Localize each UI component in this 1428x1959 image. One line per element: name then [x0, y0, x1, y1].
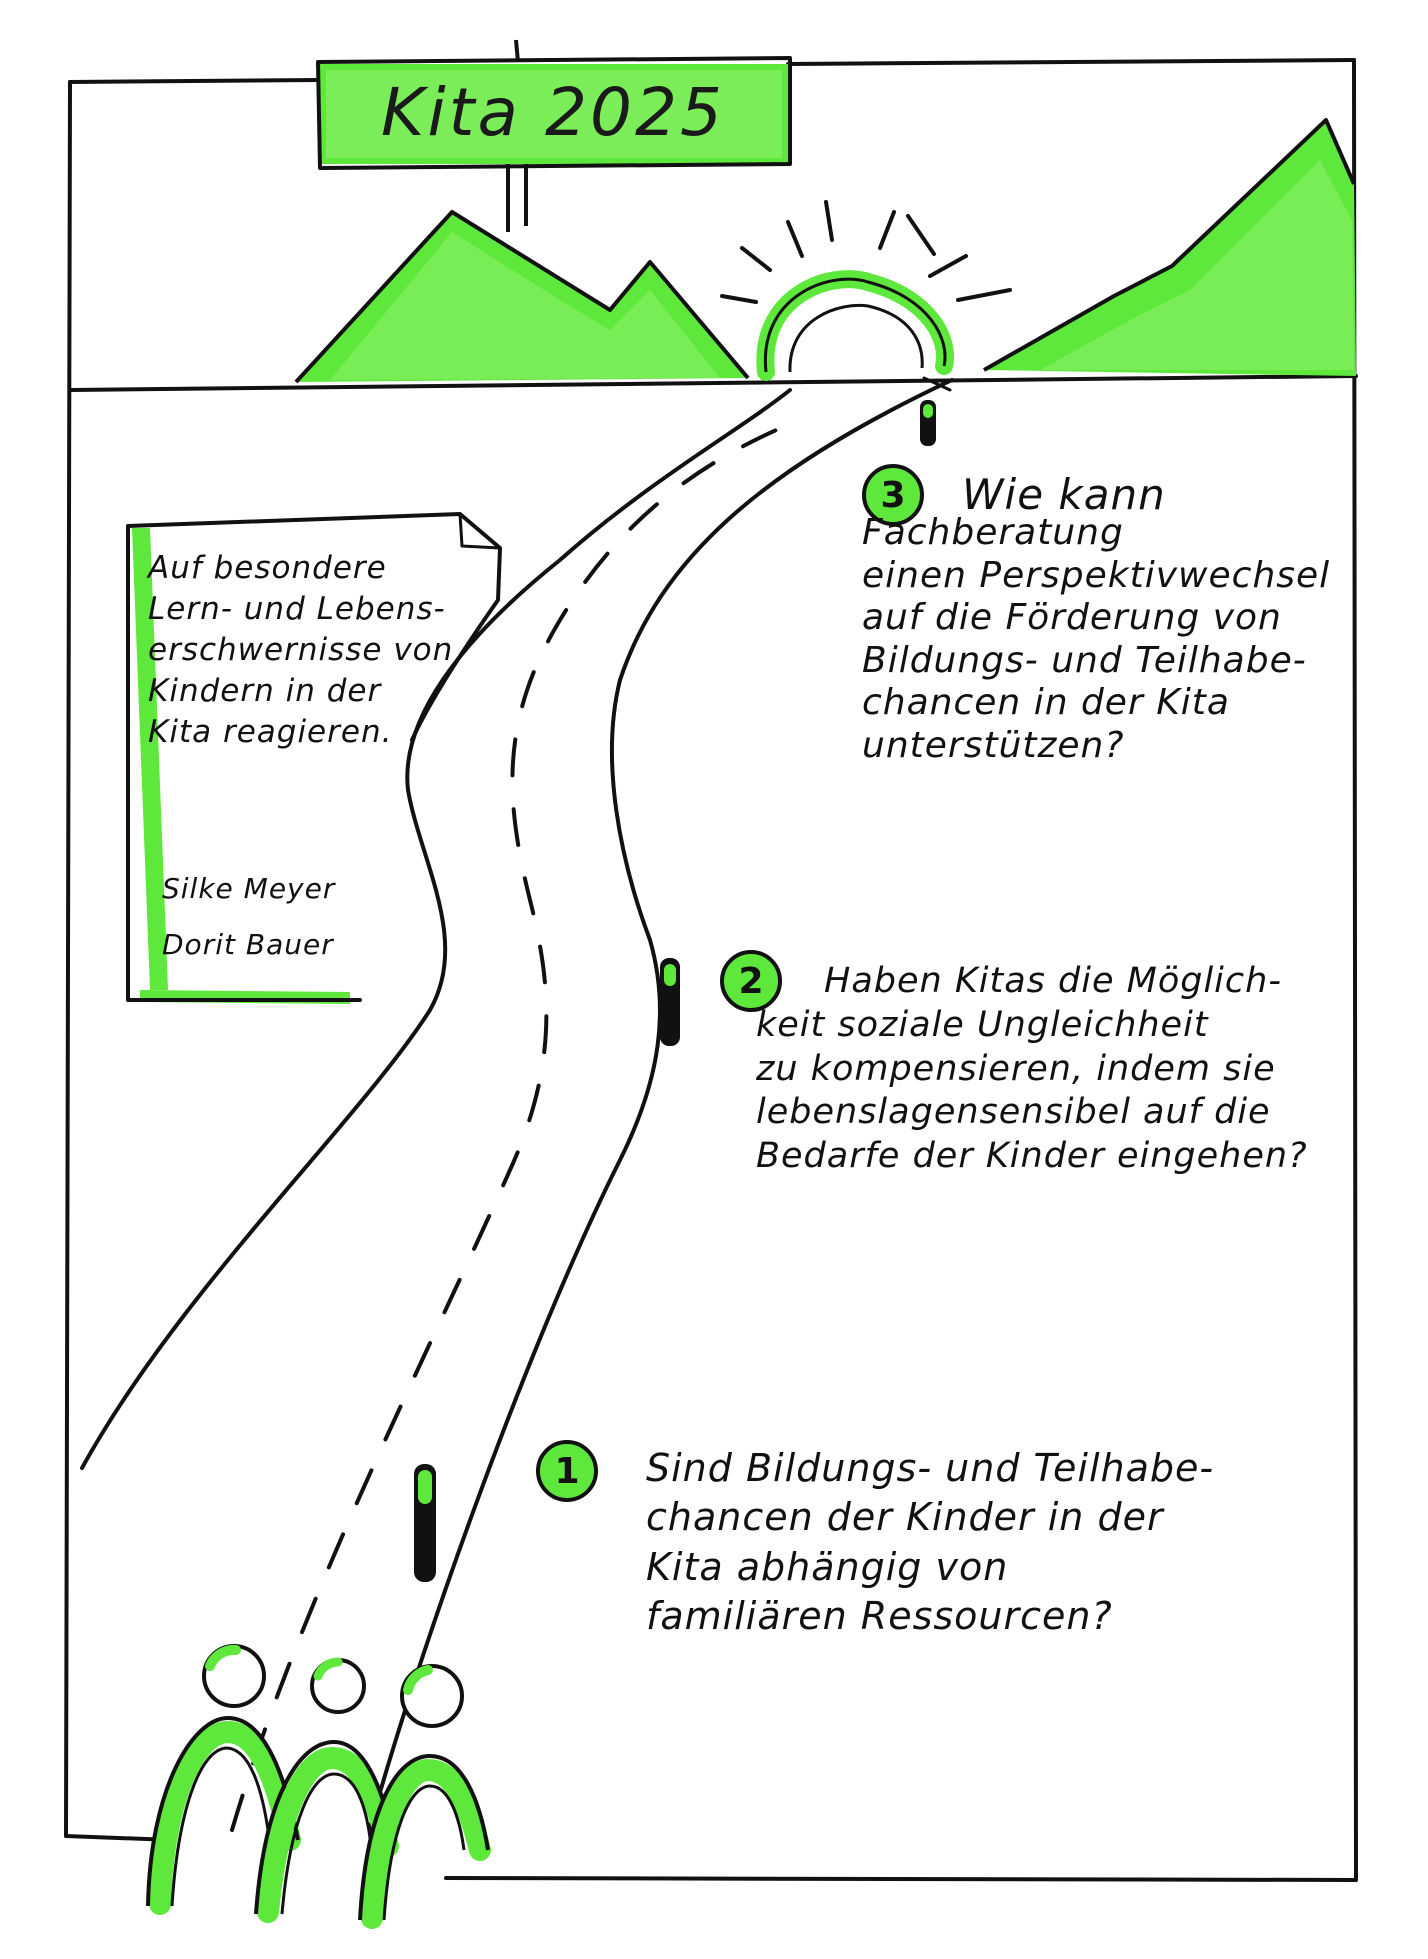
author-name-1: Silke Meyer: [162, 872, 336, 905]
question-2-number-badge: 2: [720, 950, 782, 1012]
sign-title: Kita 2025: [381, 73, 725, 151]
left-mountain: [294, 210, 750, 384]
question-3-number-badge: 3: [862, 464, 924, 526]
person-2: [254, 1657, 399, 1923]
road: [80, 376, 954, 1830]
milestone-marker-1: [414, 1464, 436, 1582]
note-flag: [126, 512, 502, 1004]
question-1-number-badge: 1: [536, 1440, 598, 1502]
people-group: [146, 1644, 491, 1929]
person-3: [358, 1664, 491, 1929]
question-3-text: Fachberatung einen Perspektivwechsel auf…: [862, 512, 1331, 766]
question-1-text: Sind Bildungs- und Teilhabe- chancen der…: [646, 1446, 1215, 1639]
milestone-marker-2: [660, 958, 680, 1046]
right-mountain: [983, 118, 1356, 376]
person-1: [146, 1644, 301, 1915]
milestone-marker-3: [920, 400, 936, 446]
question-2-text: Haben Kitas die Möglich- keit soziale Un…: [756, 961, 1308, 1176]
sun-icon: [720, 200, 1012, 381]
author-name-2: Dorit Bauer: [162, 928, 334, 961]
sign-board: [316, 56, 792, 170]
road-centerline: [230, 418, 802, 1832]
question-3-first-line: Wie kann: [962, 470, 1166, 519]
flag-statement: Auf besondere Lern- und Lebens- erschwer…: [148, 550, 454, 750]
